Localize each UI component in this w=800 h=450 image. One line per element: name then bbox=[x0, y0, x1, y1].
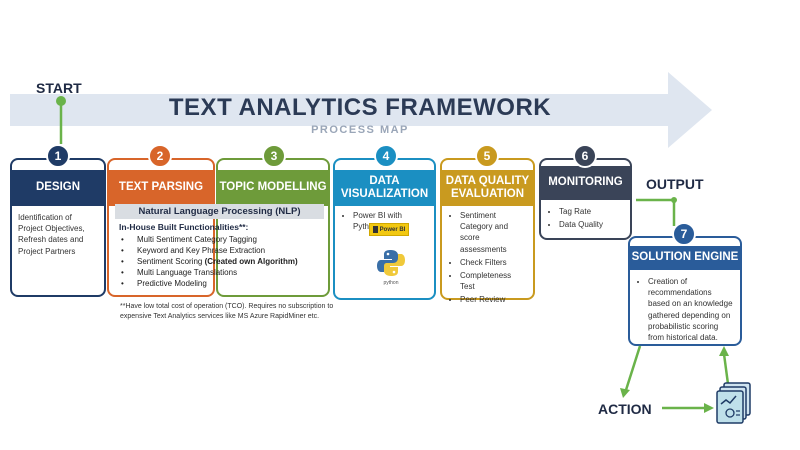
python-caption: python bbox=[383, 280, 399, 286]
python-logo bbox=[377, 250, 405, 276]
list-item: Peer Review bbox=[460, 294, 527, 305]
report-documents-icon bbox=[716, 382, 751, 424]
step-card-data-visualization: DATA VISUALIZATION Power BI with Python bbox=[333, 158, 436, 300]
step-number-badge: 5 bbox=[475, 144, 499, 168]
step-title: TEXT PARSING bbox=[109, 170, 213, 206]
step-number-badge: 6 bbox=[573, 144, 597, 168]
list-item: Multi Sentiment Category Tagging bbox=[119, 234, 298, 245]
list-item: Completeness Test bbox=[460, 270, 527, 292]
step-body: Tag Rate Data Quality bbox=[547, 206, 624, 232]
start-connector bbox=[56, 96, 66, 144]
page-title: TEXT ANALYTICS FRAMEWORK bbox=[168, 94, 552, 121]
step-title: DATA QUALITY EVALUATION bbox=[442, 170, 533, 206]
step-number-badge: 2 bbox=[148, 144, 172, 168]
nlp-functionality-list: Multi Sentiment Category Tagging Keyword… bbox=[119, 234, 298, 289]
list-item: Data Quality bbox=[559, 219, 624, 230]
output-label: OUTPUT bbox=[646, 176, 704, 192]
step-title: DATA VISUALIZATION bbox=[335, 170, 434, 206]
step-title: DESIGN bbox=[12, 170, 104, 206]
nlp-intro: In-House Built Functionalities**: bbox=[119, 222, 249, 232]
step-card-data-quality: DATA QUALITY EVALUATION Sentiment Catego… bbox=[440, 158, 535, 304]
tco-footnote: **Have low total cost of operation (TCO)… bbox=[120, 303, 334, 320]
list-item: Multi Language Translations bbox=[119, 267, 298, 278]
action-loop-arrows bbox=[620, 345, 730, 413]
step-title: MONITORING bbox=[541, 166, 630, 200]
start-label: START bbox=[36, 80, 82, 96]
step-number-badge: 4 bbox=[374, 144, 398, 168]
list-item: Sentiment Category and score assessments bbox=[460, 210, 527, 255]
step-card-monitoring: MONITORING Tag Rate Data Quality bbox=[539, 158, 632, 240]
action-label: ACTION bbox=[598, 401, 652, 417]
list-item: Sentiment Scoring (Created own Algorithm… bbox=[119, 256, 298, 267]
process-arrow bbox=[10, 72, 712, 148]
step-card-design: DESIGN Identification of Project Objecti… bbox=[10, 158, 106, 297]
step-body: Creation of recommendations based on an … bbox=[636, 276, 734, 345]
step-title: TOPIC MODELLING bbox=[218, 170, 328, 206]
list-item: Tag Rate bbox=[559, 206, 624, 217]
step-number-badge: 7 bbox=[672, 222, 696, 246]
step-body: Power BI with Python bbox=[341, 210, 428, 234]
power-bi-logo: Power BI bbox=[369, 223, 409, 236]
step-body: Sentiment Category and score assessments… bbox=[448, 210, 527, 308]
list-item: Check Filters bbox=[460, 257, 527, 268]
list-item: Power BI with Python bbox=[353, 210, 428, 232]
page-subtitle: PROCESS MAP bbox=[311, 124, 409, 136]
list-item: Creation of recommendations based on an … bbox=[648, 276, 734, 343]
step-number-badge: 1 bbox=[46, 144, 70, 168]
output-connector bbox=[636, 197, 677, 226]
step-card-solution-engine: SOLUTION ENGINE Creation of recommendati… bbox=[628, 236, 742, 346]
scoring-note: (Created own Algorithm) bbox=[204, 257, 298, 266]
nlp-heading: Natural Language Processing (NLP) bbox=[115, 204, 324, 219]
step-body: Identification of Project Objectives, Re… bbox=[18, 213, 85, 256]
list-item: Keyword and Key Phrase Extraction bbox=[119, 245, 298, 256]
step-number-badge: 3 bbox=[262, 144, 286, 168]
step-title: SOLUTION ENGINE bbox=[630, 246, 740, 270]
list-item: Predictive Modeling bbox=[119, 278, 298, 289]
